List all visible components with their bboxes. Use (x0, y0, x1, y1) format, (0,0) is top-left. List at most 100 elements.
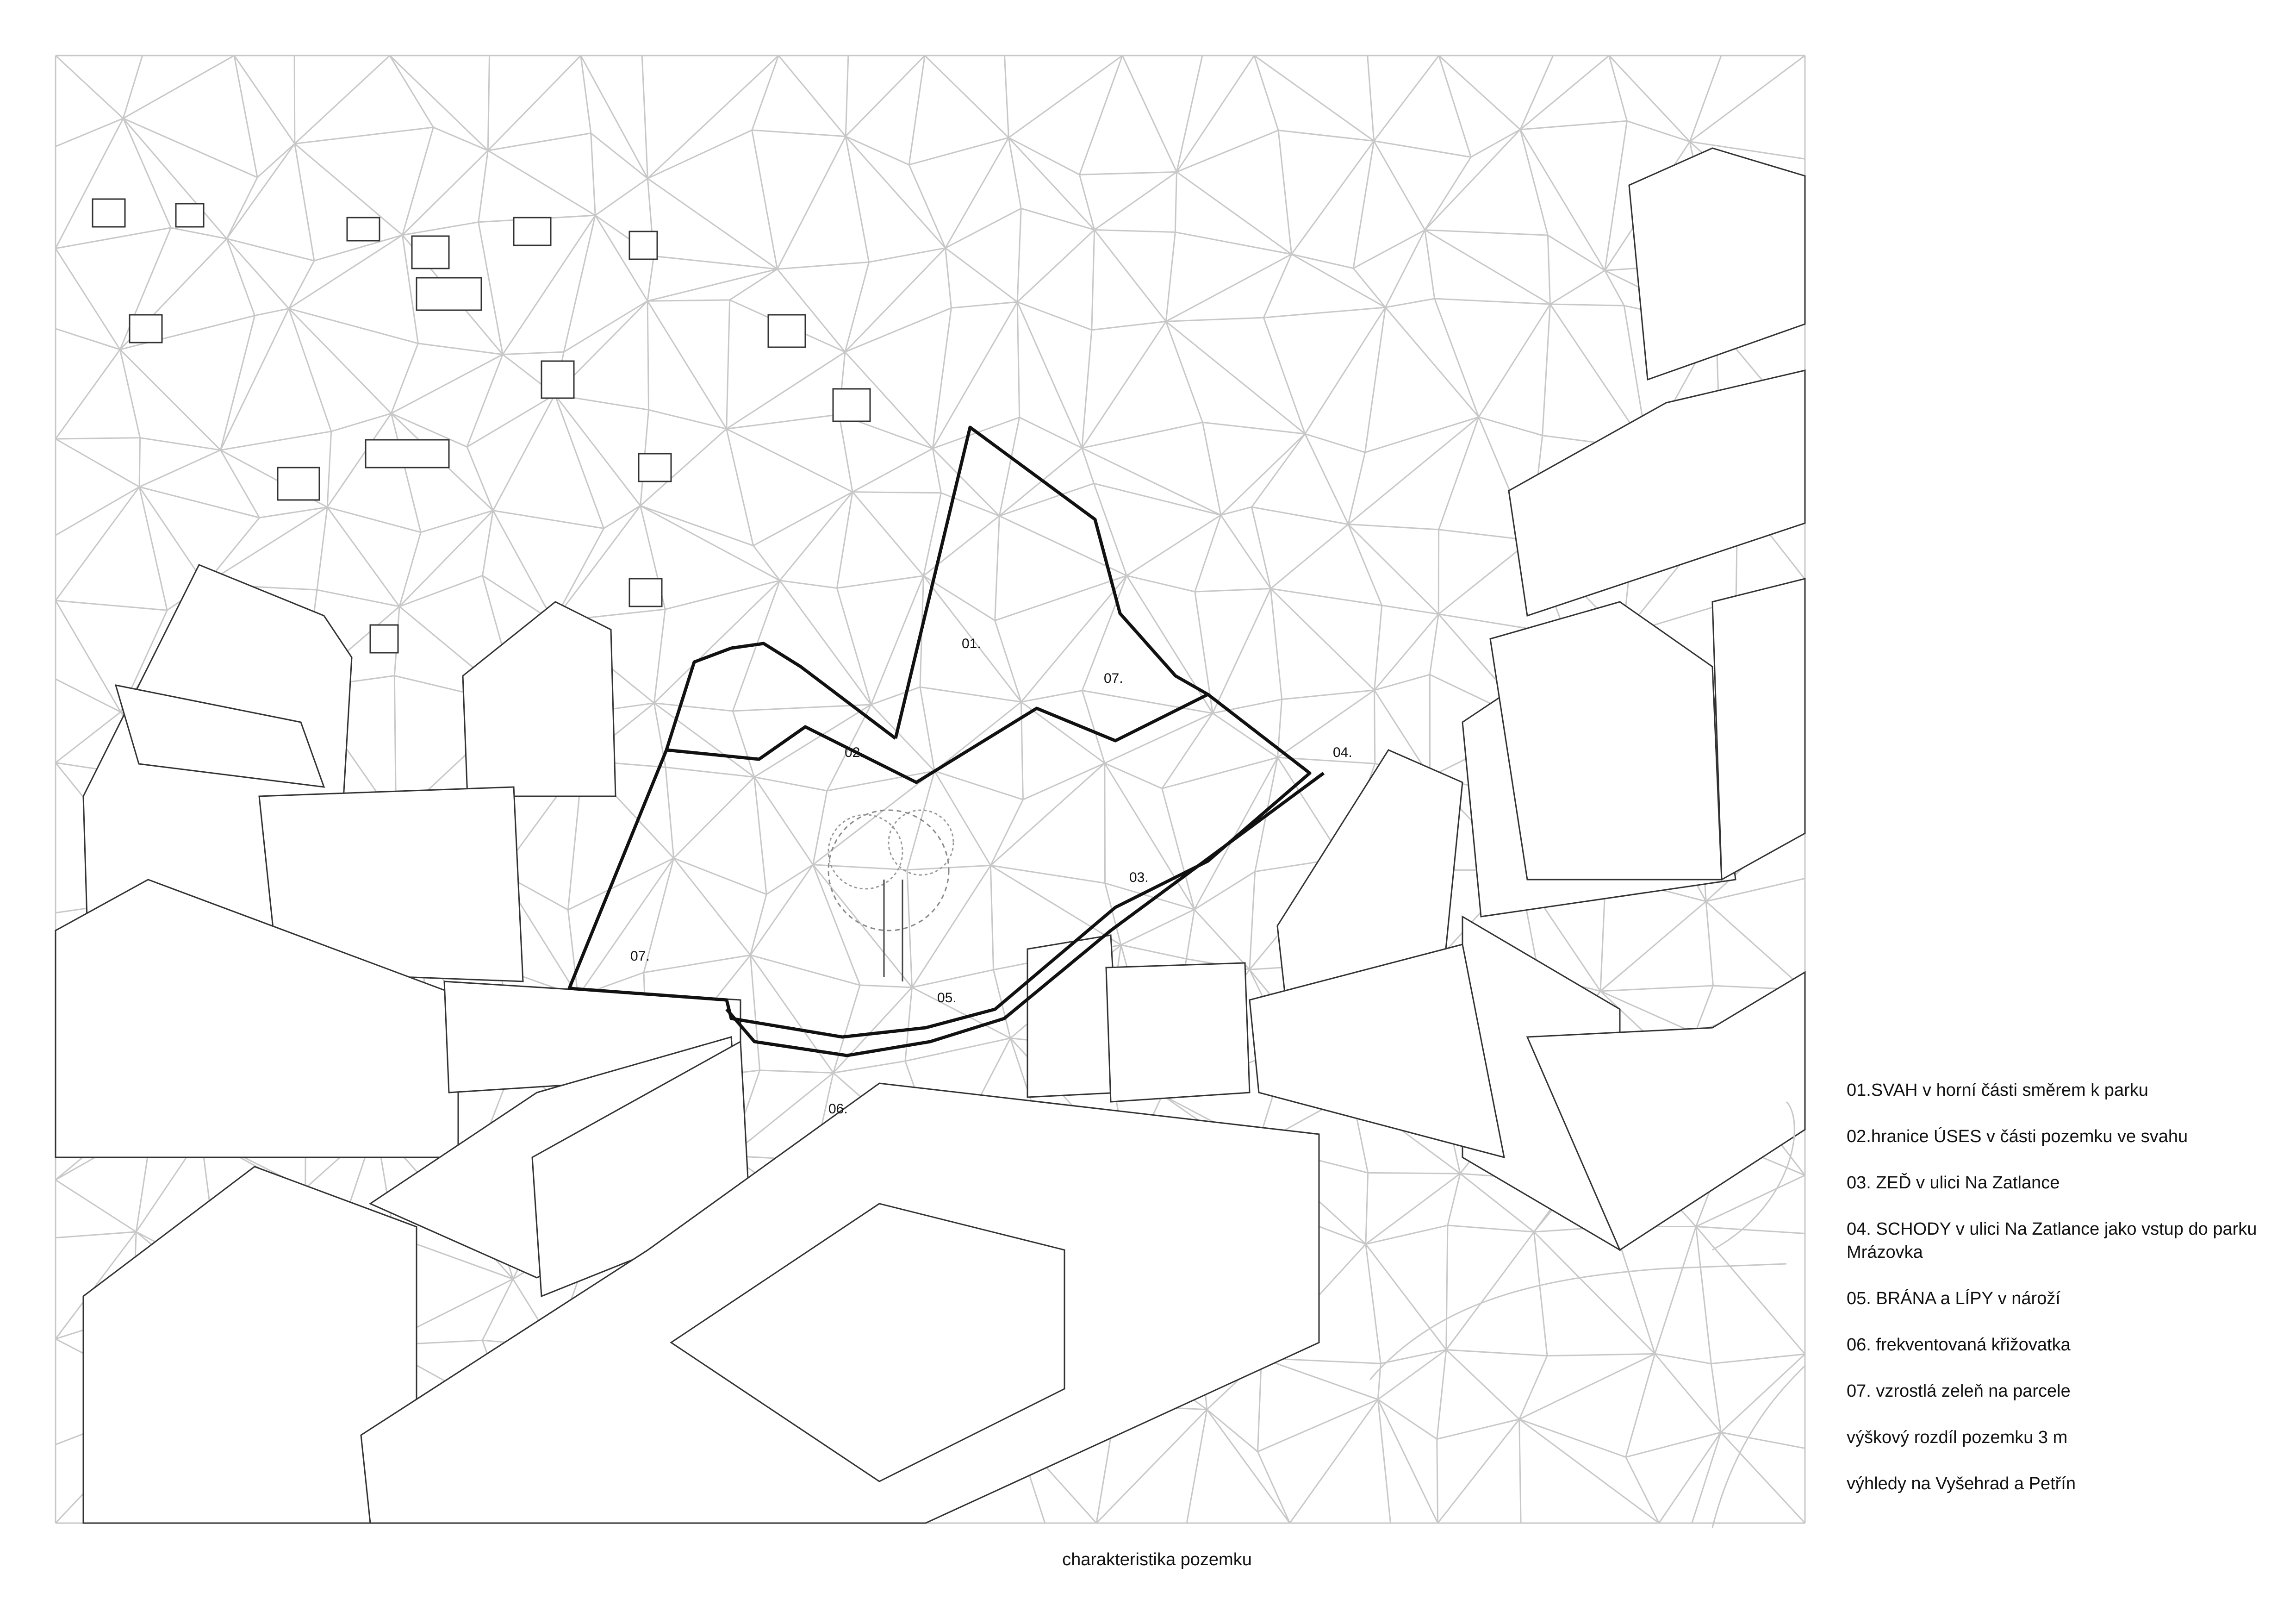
terrain-edge (1194, 515, 1222, 592)
terrain-edge (233, 55, 258, 178)
terrain-edge (55, 678, 121, 713)
terrain-edge (257, 143, 295, 178)
terrain-edge (753, 704, 871, 778)
terrain-edge (554, 394, 641, 506)
terrain-edge (1078, 55, 1123, 175)
terrain-edge (995, 575, 1127, 621)
terrain-edge (1385, 307, 1480, 418)
terrain-edge (1374, 613, 1439, 691)
linden-tree (828, 809, 954, 981)
terrain-edge (1176, 171, 1292, 255)
terrain-edge (845, 55, 849, 137)
terrain-edge (487, 55, 490, 151)
terrain-edge (766, 864, 814, 895)
terrain-edge (779, 491, 853, 581)
terrain-edge (1081, 330, 1093, 448)
terrain-edge (1291, 253, 1354, 269)
terrain-edge (1365, 1173, 1369, 1244)
terrain-edge (1373, 55, 1440, 142)
terrain-edge (1270, 588, 1382, 606)
terrain-edge (836, 587, 872, 705)
terrain-edge (1705, 901, 1714, 986)
terrain-edge (293, 55, 296, 144)
terrain-edge (1093, 483, 1127, 576)
terrain-edge (838, 414, 853, 492)
small-building (513, 217, 552, 246)
terrain-edge (466, 446, 494, 511)
terrain-edge (1176, 55, 1255, 173)
terrain-edge (1353, 229, 1425, 269)
terrain-edge (647, 178, 778, 270)
terrain-edge (1374, 605, 1383, 690)
terrain-edge (1094, 171, 1177, 231)
terrain-edge (120, 315, 255, 350)
terrain-edge (1604, 270, 1625, 306)
terrain-edge (590, 132, 648, 179)
terrain-edge (845, 55, 926, 137)
terrain-edge (1176, 55, 1203, 172)
terrain-edge (990, 865, 1121, 946)
terrain-edge (726, 351, 846, 430)
terrain-edge (1206, 1409, 1258, 1452)
building-block (1711, 578, 1806, 881)
terrain-edge (1600, 985, 1713, 992)
terrain-edge (726, 413, 840, 430)
terrain-edge (577, 857, 674, 997)
terrain-edge (906, 771, 935, 870)
terrain-edge (492, 394, 556, 511)
terrain-edge (1438, 55, 1472, 157)
terrain-edge (1352, 141, 1375, 269)
terrain-edge (1437, 1418, 1520, 1524)
terrain-edge (398, 510, 494, 607)
terrain-edge (870, 575, 924, 705)
terrain-edge (1261, 1357, 1378, 1400)
terrain-edge (1520, 120, 1627, 131)
terrain-edge (779, 580, 872, 705)
terrain-edge (482, 510, 494, 576)
terrain-edge (55, 227, 171, 250)
plan-label-04: 04. (1333, 745, 1352, 760)
building-block (1628, 147, 1806, 381)
terrain-edge (1424, 156, 1472, 231)
terrain-edge (1600, 990, 1652, 1039)
terrain-edge (1008, 137, 1095, 231)
terrain-edge (1377, 1399, 1438, 1524)
terrain-edge (1263, 306, 1386, 319)
terrain-edge (922, 493, 942, 576)
terrain-edge (401, 235, 419, 344)
terrain-edge (554, 394, 605, 529)
terrain-edge (726, 300, 731, 429)
legend: 01.SVAH v horní části směrem k parku 02.… (1847, 1079, 2263, 1518)
terrain-edge (220, 431, 331, 451)
terrain-edge (226, 238, 255, 316)
terrain-edge (1625, 1456, 1660, 1524)
terrain-edge (594, 215, 648, 302)
terrain-edge (226, 143, 296, 239)
terrain-edge (1608, 55, 1628, 121)
terrain-edge (1017, 301, 1092, 331)
legend-item-01: 01.SVAH v horní části směrem k parku (1847, 1081, 2148, 1100)
terrain-edge (647, 129, 753, 179)
terrain-edge (1081, 448, 1095, 484)
terrain-edge (398, 532, 422, 607)
terrain-edge (580, 55, 592, 133)
terrain-edge (833, 987, 913, 1074)
terrain-edge (55, 486, 140, 536)
small-building (832, 388, 871, 422)
terrain-edge (945, 207, 1021, 249)
plan-label-01: 01. (962, 636, 981, 651)
terrain-edge (990, 762, 1105, 866)
terrain-edge (1365, 1173, 1461, 1245)
terrain-edge (1705, 878, 1805, 902)
terrain-edge (833, 1060, 906, 1074)
terrain-edge (759, 1069, 834, 1074)
terrain-edge (55, 1231, 137, 1239)
terrain-edge (1625, 1353, 1656, 1457)
terrain-edge (647, 256, 655, 301)
terrain-edge (1655, 1353, 1711, 1365)
terrain-edge (1082, 690, 1213, 714)
terrain-edge (1654, 1353, 1722, 1433)
terrain-edge (55, 486, 140, 601)
terrain-edge (1542, 304, 1551, 436)
